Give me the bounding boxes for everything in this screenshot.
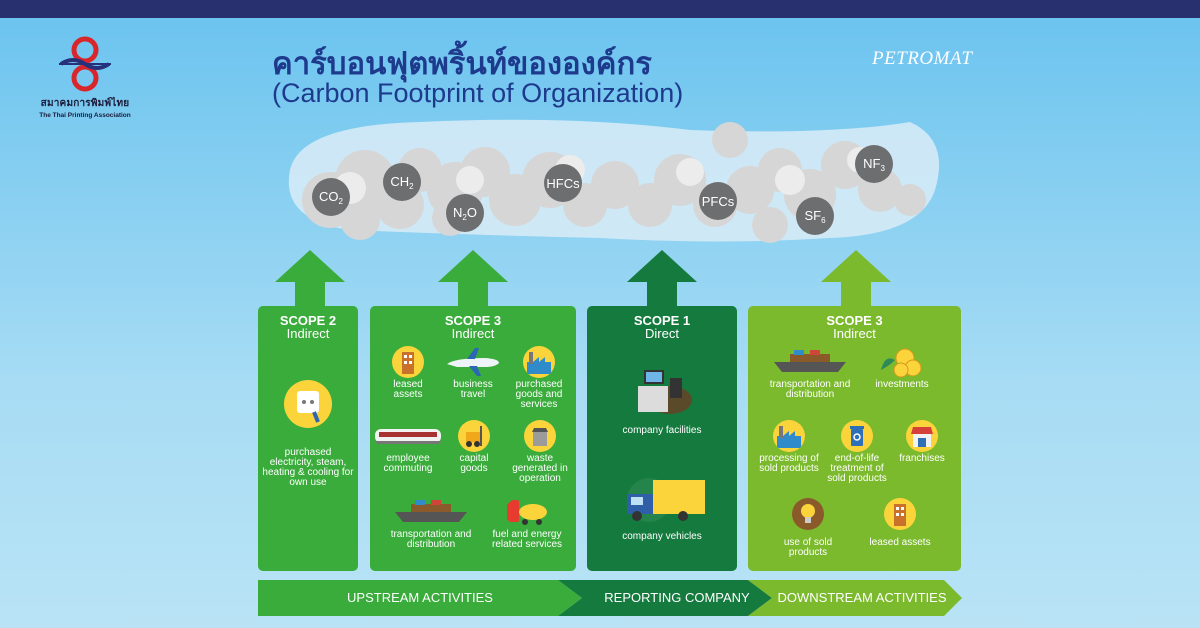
greenhouse-gas-cloud xyxy=(288,119,940,243)
downstream-segment xyxy=(748,580,962,616)
train-icon xyxy=(373,420,443,452)
item-transportation-downstream: transportation and distribution xyxy=(762,346,858,400)
scope2-subtitle: Indirect xyxy=(286,326,330,341)
item-transportation-upstream: transportation and distribution xyxy=(384,496,478,550)
upstream-segment xyxy=(258,580,582,616)
factory-icon xyxy=(773,420,805,452)
item-company-vehicles: company vehicles xyxy=(597,474,727,542)
scope3-downstream-arrow xyxy=(821,250,891,310)
airplane-icon xyxy=(445,346,501,378)
scope3-downstream-panel: SCOPE 3 Indirect transportation and dist… xyxy=(748,306,961,571)
reporting-segment xyxy=(558,580,772,616)
item-capital-goods: capital goods xyxy=(448,420,500,474)
gas-ch2: CH2 xyxy=(383,163,421,201)
item-leased-assets-downstream: leased assets xyxy=(862,498,938,548)
scope1-subtitle: Direct xyxy=(645,326,679,341)
scope2-title: SCOPE 2 xyxy=(279,313,337,328)
item-employee-commuting: employee commuting xyxy=(372,420,444,474)
scope3-upstream-arrow xyxy=(438,250,508,310)
forklift-icon xyxy=(458,420,490,452)
item-franchises: franchises xyxy=(894,420,950,464)
upstream-activities-label: UPSTREAM ACTIVITIES xyxy=(347,590,493,605)
title-english: (Carbon Footprint of Organization) xyxy=(272,78,684,108)
scope3-downstream-title: SCOPE 3 xyxy=(826,313,883,328)
brand-logo: PETROMAT xyxy=(872,48,973,69)
item-end-of-life-treatment: end-of-life treatment of sold products xyxy=(822,420,892,484)
gas-pfcs: PFCs xyxy=(699,182,737,220)
office-desk-icon xyxy=(630,364,694,420)
scope3-upstream-panel: SCOPE 3 Indirect leased assets business … xyxy=(370,306,576,571)
power-socket-icon xyxy=(284,380,332,428)
scope2-arrow xyxy=(275,250,345,310)
scope1-arrow xyxy=(627,250,697,310)
waste-icon xyxy=(524,420,556,452)
store-icon xyxy=(906,420,938,452)
coins-icon xyxy=(877,346,927,378)
building-icon xyxy=(884,498,916,530)
item-processing-sold-products: processing of sold products xyxy=(756,420,822,474)
scope3-upstream-title: SCOPE 3 xyxy=(444,313,502,328)
truck-icon xyxy=(617,474,707,526)
fuel-truck-icon xyxy=(505,496,549,528)
factory-icon xyxy=(523,346,555,378)
scope3-upstream-subtitle: Indirect xyxy=(451,326,495,341)
logo-name-en: The Thai Printing Association xyxy=(39,112,131,119)
title-thai: คาร์บอนฟุตพริ้นท์ขององค์กร xyxy=(272,46,652,81)
item-investments: investments xyxy=(866,346,938,390)
gas-co2: CO2 xyxy=(312,178,350,216)
scope1-title: SCOPE 1 xyxy=(633,313,691,328)
item-fuel-energy: fuel and energy related services xyxy=(480,496,574,550)
item-use-of-sold-products: use of sold products xyxy=(772,498,844,558)
scope3-downstream-subtitle: Indirect xyxy=(833,326,876,341)
reporting-company-label: REPORTING COMPANY xyxy=(604,590,750,605)
downstream-activities-label: DOWNSTREAM ACTIVITIES xyxy=(777,590,947,605)
item-purchased-electricity: purchased electricity, steam, heating & … xyxy=(262,380,354,488)
activity-banner xyxy=(258,580,962,616)
gas-sf6: SF6 xyxy=(796,197,834,235)
item-waste-generated: waste generated in operation xyxy=(508,420,572,484)
gas-hfcs: HFCs xyxy=(544,164,582,202)
lightbulb-icon xyxy=(792,498,824,530)
ship-icon xyxy=(770,346,850,378)
gas-nf3: NF3 xyxy=(855,145,893,183)
association-logo-icon xyxy=(59,36,111,92)
gas-n2o: N2O xyxy=(446,194,484,232)
item-business-travel: business travel xyxy=(442,346,504,400)
item-leased-assets: leased assets xyxy=(380,346,436,400)
item-purchased-goods: purchased goods and services xyxy=(508,346,570,410)
ship-icon xyxy=(391,496,471,528)
association-logo: สมาคมการพิมพ์ไทย The Thai Printing Assoc… xyxy=(30,36,140,119)
building-icon xyxy=(392,346,424,378)
logo-name-th: สมาคมการพิมพ์ไทย xyxy=(40,98,130,109)
scope2-panel: SCOPE 2 Indirect purchased electricity, … xyxy=(258,306,358,571)
top-bar xyxy=(0,0,1200,18)
recycle-bin-icon xyxy=(841,420,873,452)
item-company-facilities: company facilities xyxy=(597,364,727,436)
scope1-panel: SCOPE 1 Direct company facilities compan… xyxy=(587,306,737,571)
